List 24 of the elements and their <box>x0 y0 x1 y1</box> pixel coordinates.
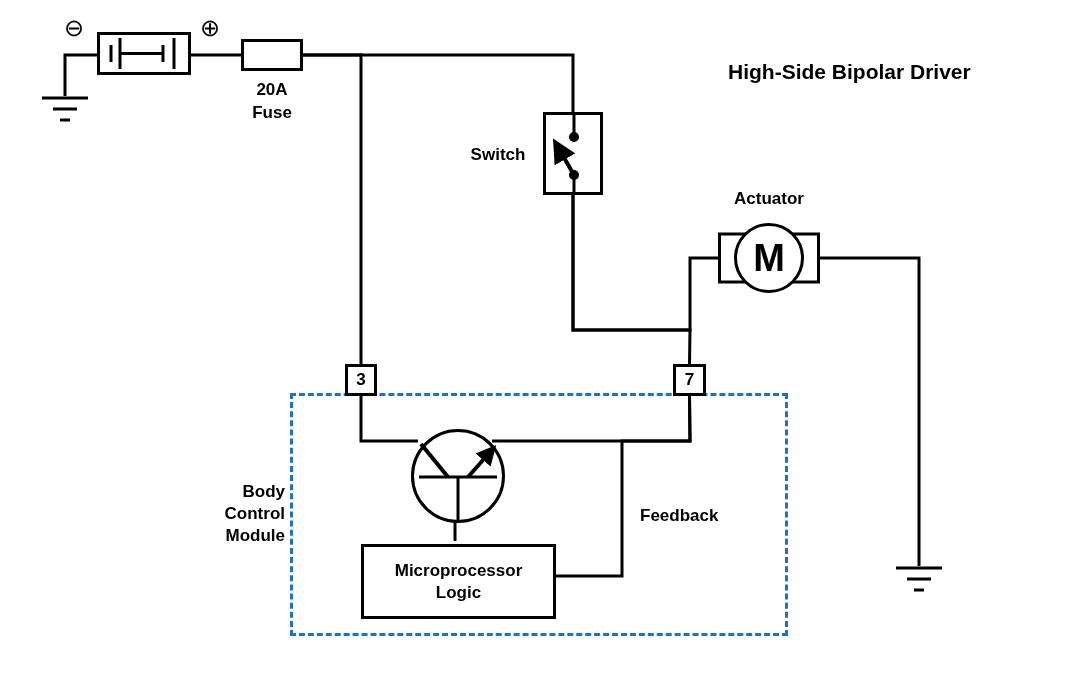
wire <box>359 396 418 443</box>
wire <box>571 195 692 364</box>
wire <box>303 53 575 112</box>
logic-box: Microprocessor Logic <box>361 544 556 619</box>
polarity-sign: ⊖ <box>63 16 85 40</box>
fuse-symbol <box>241 39 303 71</box>
wire <box>191 53 241 57</box>
diagram-title: High-Side Bipolar Driver <box>728 59 971 85</box>
module-label: Body Control Module <box>223 481 285 547</box>
component-label: 20A Fuse <box>251 79 293 124</box>
switch-symbol <box>543 112 603 195</box>
ground-symbol <box>896 566 942 592</box>
connector-pin: 7 <box>673 364 706 396</box>
motor-symbol <box>718 223 820 293</box>
wire <box>63 53 97 96</box>
component-label: Switch <box>469 144 527 166</box>
polarity-sign: ⊕ <box>199 16 221 40</box>
wire <box>820 256 921 566</box>
component-label: Actuator <box>733 188 805 210</box>
transistor-symbol <box>411 429 505 523</box>
ground-symbol <box>42 96 88 122</box>
battery-symbol <box>97 32 191 75</box>
motor-letter: M <box>752 236 786 281</box>
connector-pin: 3 <box>345 364 377 396</box>
